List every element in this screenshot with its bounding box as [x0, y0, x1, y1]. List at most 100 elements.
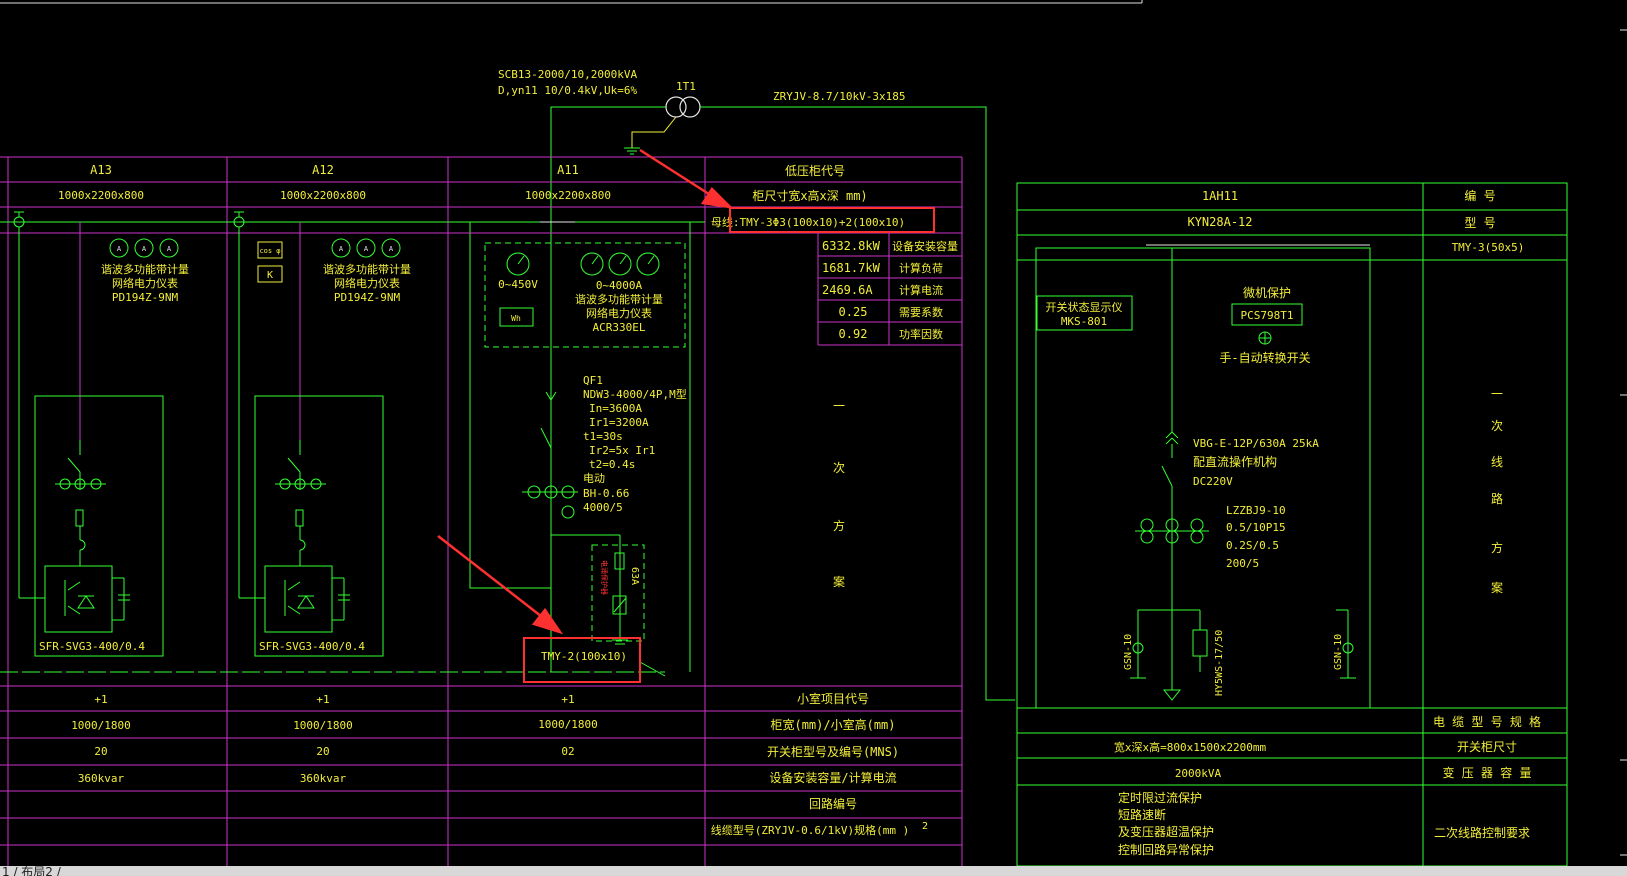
a13-svg-model: SFR-SVG3-400/0.4	[39, 640, 145, 653]
lv-code-label: 低压柜代号	[785, 164, 845, 178]
svg-text:NDW3-4000/4P,M型: NDW3-4000/4P,M型	[583, 387, 687, 401]
svg-text:In=3600A: In=3600A	[589, 402, 642, 415]
svg-text:线: 线	[1491, 455, 1503, 469]
load-value: 0.92	[839, 327, 868, 341]
a11-roomsize: 1000/1800	[538, 718, 598, 731]
layout-tab-bar[interactable]: 1 / 布局2 /	[0, 866, 1627, 876]
load-label: 需要系数	[899, 306, 943, 319]
load-value: 6332.8kW	[822, 239, 881, 253]
svg-text:案: 案	[1491, 580, 1503, 595]
svg-text:Ir1=3200A: Ir1=3200A	[589, 416, 649, 429]
a11-wh-label: Wh	[511, 314, 521, 323]
svg-text:cos φ: cos φ	[259, 247, 280, 255]
hv-gsn-right: GSN-10	[1333, 634, 1344, 670]
a11-meter-icons	[499, 252, 660, 327]
svg-text:次: 次	[1491, 419, 1503, 433]
voltmeter-icon	[506, 252, 530, 276]
highlight-bus-box	[523, 637, 641, 683]
hv-display-title: 开关状态显示仪	[1046, 300, 1123, 314]
a11-breaker-spec: QF1 NDW3-4000/4P,M型 In=3600A Ir1=3200A t…	[583, 374, 687, 514]
a11-room: +1	[561, 693, 574, 706]
a11-no: 02	[561, 745, 574, 758]
a12-meter-model: PD194Z-9NM	[334, 291, 401, 304]
ammeter-icon	[636, 252, 660, 276]
hv-row-capacity-label: 变 压 器 容 量	[1443, 765, 1532, 780]
svg-text:A: A	[389, 245, 394, 253]
svg-text:t1=30s: t1=30s	[583, 430, 623, 443]
a13-room: +1	[94, 693, 107, 706]
hv-gsn-left: GSN-10	[1123, 634, 1134, 670]
a11-ammeter-range: 0~4000A	[596, 279, 643, 292]
hv-protection: 控制回路异常保护	[1118, 842, 1214, 857]
hv-scheme-vertical: 一 次 线 路 方 案	[1491, 387, 1503, 595]
bottom-label: 回路编号	[809, 796, 857, 811]
lv-scheme-char: 案	[833, 574, 845, 589]
hv-breaker-mech: 配直流操作机构	[1193, 454, 1277, 469]
hv-switch-label: 手-自动转换开关	[1219, 350, 1310, 365]
a13-no: 20	[94, 745, 107, 758]
a13-capacity: 360kvar	[78, 772, 125, 785]
lv-scheme-char: 次	[833, 461, 845, 475]
bottom-label: 开关柜型号及编号(MNS)	[767, 744, 899, 759]
a12-meter-desc-1: 谐波多功能带计量	[323, 262, 411, 276]
cabinet-a13-size: 1000x2200x800	[58, 189, 144, 202]
svg-text:A: A	[142, 245, 147, 253]
hv-breaker-model: VBG-E-12P/630A 25kA	[1193, 437, 1319, 450]
a12-meter-desc-2: 网络电力仪表	[334, 276, 400, 290]
svg-text:方: 方	[1491, 540, 1503, 555]
hv-cabinet-model: KYN28A-12	[1187, 215, 1252, 229]
svg-text:路: 路	[1491, 491, 1503, 506]
a12-capacity: 360kvar	[300, 772, 347, 785]
load-label: 计算电流	[899, 283, 943, 297]
annotation-arrows	[437, 148, 734, 635]
a12-k-icon: K	[267, 270, 273, 281]
hv-display-model: MKS-801	[1061, 315, 1107, 328]
a12-roomsize: 1000/1800	[293, 719, 353, 732]
layout-tab-label[interactable]: 1 / 布局2 /	[2, 866, 61, 876]
lv-bottom-labels: 小室项目代号 柜宽(mm)/小室高(mm) 开关柜型号及编号(MNS) 设备安装…	[711, 691, 928, 837]
svg-text:A: A	[364, 245, 369, 253]
load-value: 1681.7kW	[822, 261, 881, 275]
svg-text:Ir2=5x Ir1: Ir2=5x Ir1	[589, 444, 655, 457]
a11-bus-label: TMY-2(100x10)	[541, 650, 627, 663]
exponent: 2	[922, 821, 928, 832]
transformer-winding-2	[679, 96, 701, 118]
a13-meter-model: PD194Z-9NM	[112, 291, 179, 304]
load-table: 6332.8kW 设备安装容量 1681.7kW 计算负荷 2469.6A 计算…	[822, 239, 958, 341]
hv-ct-model: LZZBJ9-10	[1226, 504, 1286, 517]
hv-table-grid	[1016, 182, 1568, 866]
cabinet-a12-id: A12	[312, 163, 334, 177]
hv-circuit	[1130, 248, 1356, 701]
highlight-busbar-box	[729, 207, 935, 233]
selector-switch-icon	[1258, 331, 1272, 345]
hv-row-size-label: 开关柜尺寸	[1457, 740, 1517, 754]
hv-label-type: 型 号	[1464, 216, 1495, 230]
a11-fuse-rating: 63A	[629, 567, 640, 585]
svg-text:一: 一	[1491, 387, 1503, 401]
cabinet-a11-size: 1000x2200x800	[525, 189, 611, 202]
hv-arrester: HY5WS-17/50	[1214, 630, 1225, 696]
hv-label-no: 编 号	[1464, 188, 1495, 203]
hv-ct-class-1: 0.5/10P15	[1226, 521, 1286, 534]
bottom-label: 线缆型号(ZRYJV-0.6/1kV)规格(mm )	[711, 823, 909, 837]
cabinet-a12-size: 1000x2200x800	[280, 189, 366, 202]
bottom-label: 设备安装容量/计算电流	[769, 770, 896, 785]
hv-busbar: TMY-3(50x5)	[1452, 241, 1525, 254]
svg-text:A: A	[339, 245, 344, 253]
svg-text:QF1: QF1	[583, 374, 603, 387]
hv-ct-class-2: 0.2S/0.5	[1226, 539, 1279, 552]
hv-breaker-dc: DC220V	[1193, 475, 1233, 488]
load-label: 计算负荷	[899, 261, 943, 275]
hv-cabinet-id: 1AH11	[1202, 189, 1238, 203]
a11-meter-desc-2: 网络电力仪表	[586, 306, 652, 320]
hv-protection: 短路速断	[1118, 807, 1166, 822]
svg-text:4000/5: 4000/5	[583, 501, 623, 514]
svg-text:电动: 电动	[583, 472, 605, 485]
a13-roomsize: 1000/1800	[71, 719, 131, 732]
transformer-tag: 1T1	[676, 80, 696, 93]
cabinet-a13-column	[0, 211, 227, 657]
cabinet-a11-id: A11	[557, 163, 579, 177]
transformer-1t1: SCB13-2000/10,2000kVA D,yn11 10/0.4kV,Uk…	[469, 68, 1015, 701]
a12-no: 20	[316, 745, 329, 758]
